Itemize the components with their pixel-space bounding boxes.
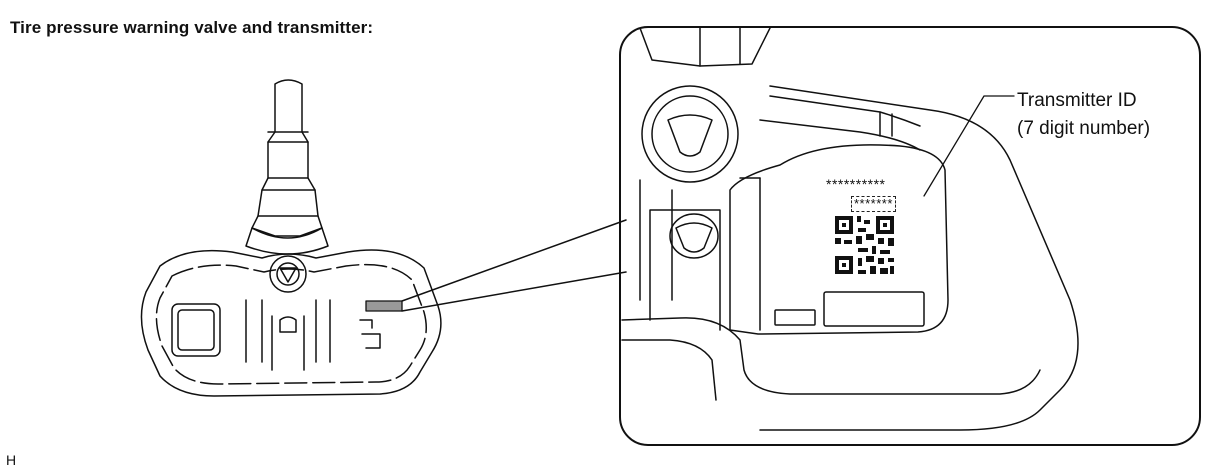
sensor-body (140, 249, 442, 397)
valve-stem (251, 79, 323, 237)
zoom-leader-top (401, 219, 627, 302)
zoom-leader-bottom (401, 271, 627, 312)
diagram-title: Tire pressure warning valve and transmit… (10, 18, 374, 37)
transmitter-id-tag (365, 300, 403, 312)
tpms-sensor-overview (140, 79, 442, 397)
zoom-frame (619, 26, 1201, 446)
callout-transmitter-id: Transmitter ID (1017, 90, 1137, 111)
corner-mark: H (6, 452, 17, 468)
label-transmitter-id-mask: ******* (851, 196, 896, 212)
qr-code-icon (835, 216, 894, 274)
tag-detail-zoom (619, 26, 1201, 446)
callout-digit-count: (7 digit number) (1017, 118, 1151, 139)
callout-pointer-line (923, 95, 1015, 197)
label-serial-mask: ********** (826, 176, 886, 192)
